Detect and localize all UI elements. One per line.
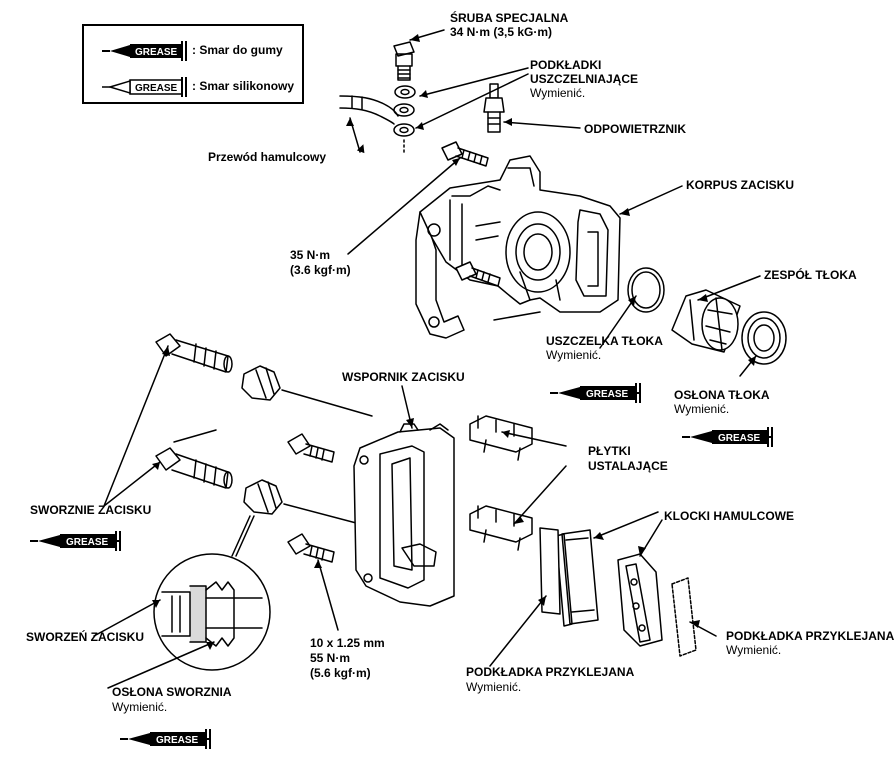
legend-silicone-grease: : Smar silikonowy [192, 79, 295, 93]
label-special-bolt: ŚRUBA SPECJALNA [450, 11, 569, 25]
caliper-bracket-icon [353, 423, 455, 607]
label-brake-pads: KLOCKI HAMULCOWE [664, 509, 794, 523]
label-pin-boot: OSŁONA SWORZNIA [112, 685, 232, 699]
label-caliper-pins: SWORZNIE ZACISKU [30, 503, 152, 517]
label-pad-shim-right: PODKŁADKA PRZYKLEJANA [726, 629, 894, 643]
label-sealing-washers-1: PODKŁADKI [530, 58, 602, 72]
pin-boot-upper-icon [241, 365, 281, 401]
piston-boot-icon [741, 311, 787, 365]
piston-icon [671, 289, 741, 353]
label-bolt-size: 10 x 1.25 mm [310, 636, 385, 650]
grease-tube-pin-boot-icon: GREASE [119, 728, 211, 750]
label-retainer-plates-1: PŁYTKI [588, 444, 631, 458]
label-retainer-plates-2: USTALAJĄCE [588, 459, 668, 473]
caliper-bolt-upper-icon [441, 141, 489, 167]
rubber-grease-tube-icon: GREASE [102, 41, 187, 61]
label-caliper-bracket: WSPORNIK ZACISKU [342, 370, 465, 384]
label-bolt-torque: 55 N·m [310, 651, 351, 665]
grease-tube-caliper-pins-icon: GREASE [29, 530, 121, 552]
pad-shim-outer-icon [671, 577, 697, 657]
brake-pad-inner-icon [539, 527, 599, 627]
label-caliper-body: KORPUS ZACISKU [686, 178, 795, 192]
sealing-washer-icon [394, 85, 416, 99]
caliper-bolt-lower-icon [455, 261, 501, 287]
label-pad-shim-left: PODKŁADKA PRZYKLEJANA [466, 665, 635, 679]
svg-text:GREASE: GREASE [586, 389, 629, 400]
bracket-bolt-upper-icon [287, 433, 335, 463]
special-bolt-icon [393, 41, 415, 81]
bleeder-valve-icon [483, 83, 505, 133]
label-brake-hose: Przewód hamulcowy [208, 150, 327, 164]
legend-tubes: GREASE GREASE [102, 41, 187, 97]
pin-boot-lower-icon [243, 479, 283, 515]
legend-rubber-grease: : Smar do gumy [192, 43, 283, 57]
sealing-washer-icon [393, 123, 415, 137]
label-bolt-torque-kgf: (5.6 kgf·m) [310, 666, 371, 680]
label-pad-shim-left-note: Wymienić. [466, 680, 522, 694]
label-piston-seal-note: Wymienić. [546, 348, 602, 362]
label-pad-shim-right-note: Wymienić. [726, 643, 782, 657]
piston-seal-icon [627, 267, 665, 313]
svg-text:GREASE: GREASE [135, 47, 178, 58]
label-piston-assembly: ZESPÓŁ TŁOKA [764, 268, 857, 282]
svg-text:GREASE: GREASE [156, 735, 199, 746]
svg-text:GREASE: GREASE [66, 537, 109, 548]
bracket-bolt-lower-icon [287, 533, 335, 563]
retainer-plate-upper-icon [469, 415, 533, 461]
label-bleeder: ODPOWIETRZNIK [584, 122, 686, 136]
label-pin-boot-note: Wymienić. [112, 700, 168, 714]
caliper-pin-detail-icon [153, 553, 271, 671]
caliper-pin-upper-icon [155, 333, 233, 373]
label-caliper-pin: SWORZEŃ ZACISKU [26, 630, 144, 644]
brake-pad-outer-icon [617, 553, 663, 647]
brake-hose-icon [339, 95, 399, 125]
label-piston-seal: USZCZELKA TŁOKA [546, 334, 663, 348]
label-piston-boot-note: Wymienić. [674, 402, 730, 416]
grease-tube-piston-boot-icon: GREASE [681, 426, 773, 448]
silicone-grease-tube-icon: GREASE [102, 77, 187, 97]
legend-box: GREASE GREASE : Smar do gumy : Smar sili… [82, 24, 304, 104]
caliper-body-icon [415, 155, 621, 339]
label-sealing-washers-2: USZCZELNIAJĄCE [530, 72, 639, 86]
caliper-pin-lower-icon [155, 447, 233, 489]
retainer-plate-lower-icon [469, 505, 533, 551]
svg-text:GREASE: GREASE [135, 83, 178, 94]
grease-tube-piston-seal-icon: GREASE [549, 382, 641, 404]
label-special-bolt-torque: 34 N·m (3,5 kG·m) [450, 25, 553, 39]
label-torque-35-kgf: (3.6 kgf·m) [290, 263, 351, 277]
label-sealing-washers-note: Wymienić. [530, 86, 586, 100]
svg-text:GREASE: GREASE [718, 433, 761, 444]
label-piston-boot: OSŁONA TŁOKA [674, 388, 770, 402]
label-torque-35: 35 N·m [290, 248, 331, 262]
